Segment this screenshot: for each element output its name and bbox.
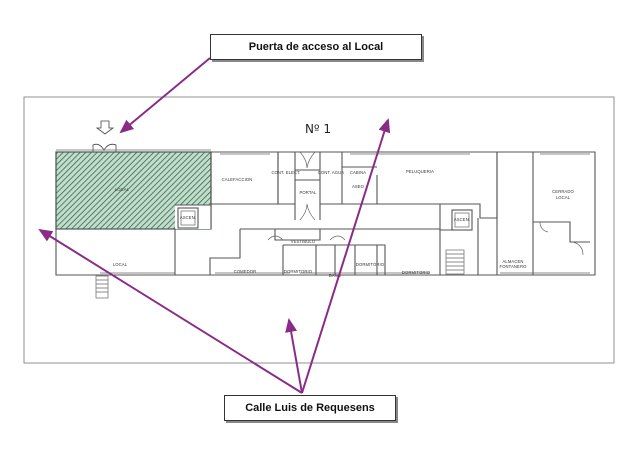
plan-title: Nº 1 xyxy=(305,122,331,136)
entrance-arrow-icon xyxy=(92,120,117,153)
plan-frame xyxy=(23,96,615,364)
room-label-local: LOCAL xyxy=(113,262,128,267)
room-label-bano: BAÑO xyxy=(329,273,342,278)
room-labels: LOCAL LOCAL CALEFACCION CONT. ELECT. POR… xyxy=(113,169,574,278)
building-walls xyxy=(55,149,596,299)
stairs-left xyxy=(95,275,109,299)
room-label-portal: PORTAL xyxy=(300,190,318,195)
room-label-cont-agua: CONT. AGUA xyxy=(318,170,344,175)
room-label-cerrado-1: CERRADO xyxy=(552,189,574,194)
room-label-aseo: ASEO xyxy=(352,184,365,189)
callout-access-door-text: Puerta de acceso al Local xyxy=(248,41,384,53)
arrow-to-street-front xyxy=(285,318,303,394)
room-label-almacen-2: FONTANERO xyxy=(500,264,528,269)
room-label-peluqueria: PELUQUERIA xyxy=(406,169,434,174)
arrow-to-access-door xyxy=(119,57,211,134)
room-label-dormitorio-3: DORMITORIO xyxy=(402,270,431,275)
callout-access-door: Puerta de acceso al Local xyxy=(210,34,422,60)
room-label-ascensor-right: ASCEN. xyxy=(454,217,470,222)
arrow-to-local xyxy=(38,228,303,394)
room-label-cabina: CABINA xyxy=(350,170,366,175)
room-label-dormitorio-2: DORMITORIO xyxy=(356,262,385,267)
room-label-comedor: COMEDOR xyxy=(234,269,257,274)
callout-street: Calle Luis de Requesens xyxy=(224,395,396,421)
room-label-calefaccion: CALEFACCION xyxy=(222,177,253,182)
room-label-vestibulo: VESTIBULO xyxy=(291,239,316,244)
stairs-right xyxy=(445,249,465,275)
room-label-highlighted-local: LOCAL xyxy=(115,187,130,192)
room-label-cerrado-2: LOCAL xyxy=(556,195,571,200)
room-label-ascensor-left: ASCEN. xyxy=(180,215,196,220)
callout-street-text: Calle Luis de Requesens xyxy=(245,402,375,414)
annotation-arrows xyxy=(38,57,391,394)
arrow-to-street-side xyxy=(301,118,391,394)
room-label-dormitorio-1: DORMITORIO xyxy=(284,269,313,274)
room-label-almacen-1: ALMACEN xyxy=(503,259,524,264)
room-label-cont-elect: CONT. ELECT. xyxy=(271,170,300,175)
